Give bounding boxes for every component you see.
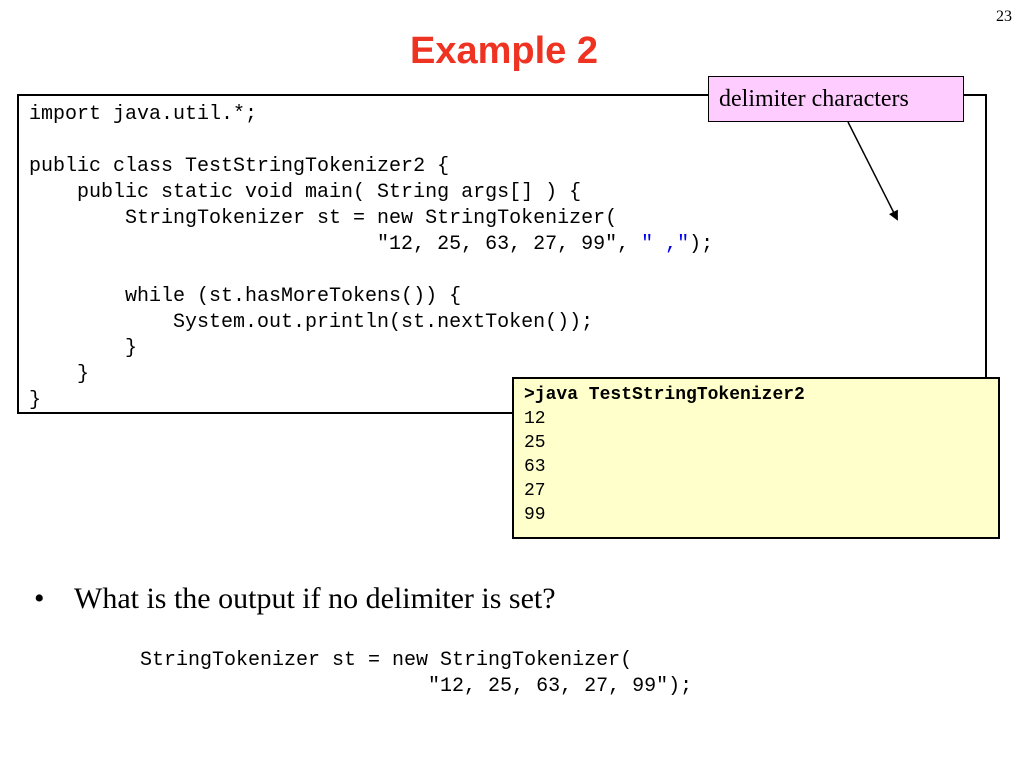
console-output-line: 27 <box>524 481 546 501</box>
code-line: while (st.hasMoreTokens()) { <box>29 285 462 308</box>
console-command: >java TestStringTokenizer2 <box>524 385 805 405</box>
code-line-blank <box>29 258 985 284</box>
code-line: "12, 25, 63, 27, 99"); <box>140 675 693 698</box>
code-line: public class TestStringTokenizer2 { <box>29 155 450 178</box>
code-line: StringTokenizer st = new StringTokenizer… <box>140 649 633 672</box>
slide-title: Example 2 <box>410 30 598 72</box>
code-line-prefix: "12, 25, 63, 27, 99", <box>29 233 642 256</box>
code-line: import java.util.*; <box>29 103 258 126</box>
code-line: } <box>29 389 42 412</box>
code-line-with-delimiter: "12, 25, 63, 27, 99", " ,"); <box>29 232 985 258</box>
bullet-question: What is the output if no delimiter is se… <box>74 582 556 615</box>
page-number: 23 <box>996 8 1012 25</box>
console-output: >java TestStringTokenizer2 12 25 63 27 9… <box>512 377 1000 539</box>
bullet-icon: • <box>34 582 45 615</box>
console-output-line: 63 <box>524 457 546 477</box>
bullet-item: • What is the output if no delimiter is s… <box>34 582 556 616</box>
console-output-line: 12 <box>524 409 546 429</box>
delimiter-annotation-callout: delimiter characters <box>708 76 964 122</box>
code-line: } <box>29 363 90 386</box>
code-line-suffix: ); <box>689 233 714 256</box>
console-output-line: 99 <box>524 505 546 525</box>
code-line: StringTokenizer st = new StringTokenizer… <box>29 207 618 230</box>
code-line-blank <box>29 128 985 154</box>
code-block: import java.util.*; public class TestStr… <box>17 94 987 414</box>
bottom-code-snippet: StringTokenizer st = new StringTokenizer… <box>140 648 692 700</box>
code-line: System.out.println(st.nextToken()); <box>29 311 594 334</box>
code-line: public static void main( String args[] )… <box>29 181 582 204</box>
delimiter-string: " ," <box>641 233 690 256</box>
console-output-line: 25 <box>524 433 546 453</box>
code-line: } <box>29 337 138 360</box>
